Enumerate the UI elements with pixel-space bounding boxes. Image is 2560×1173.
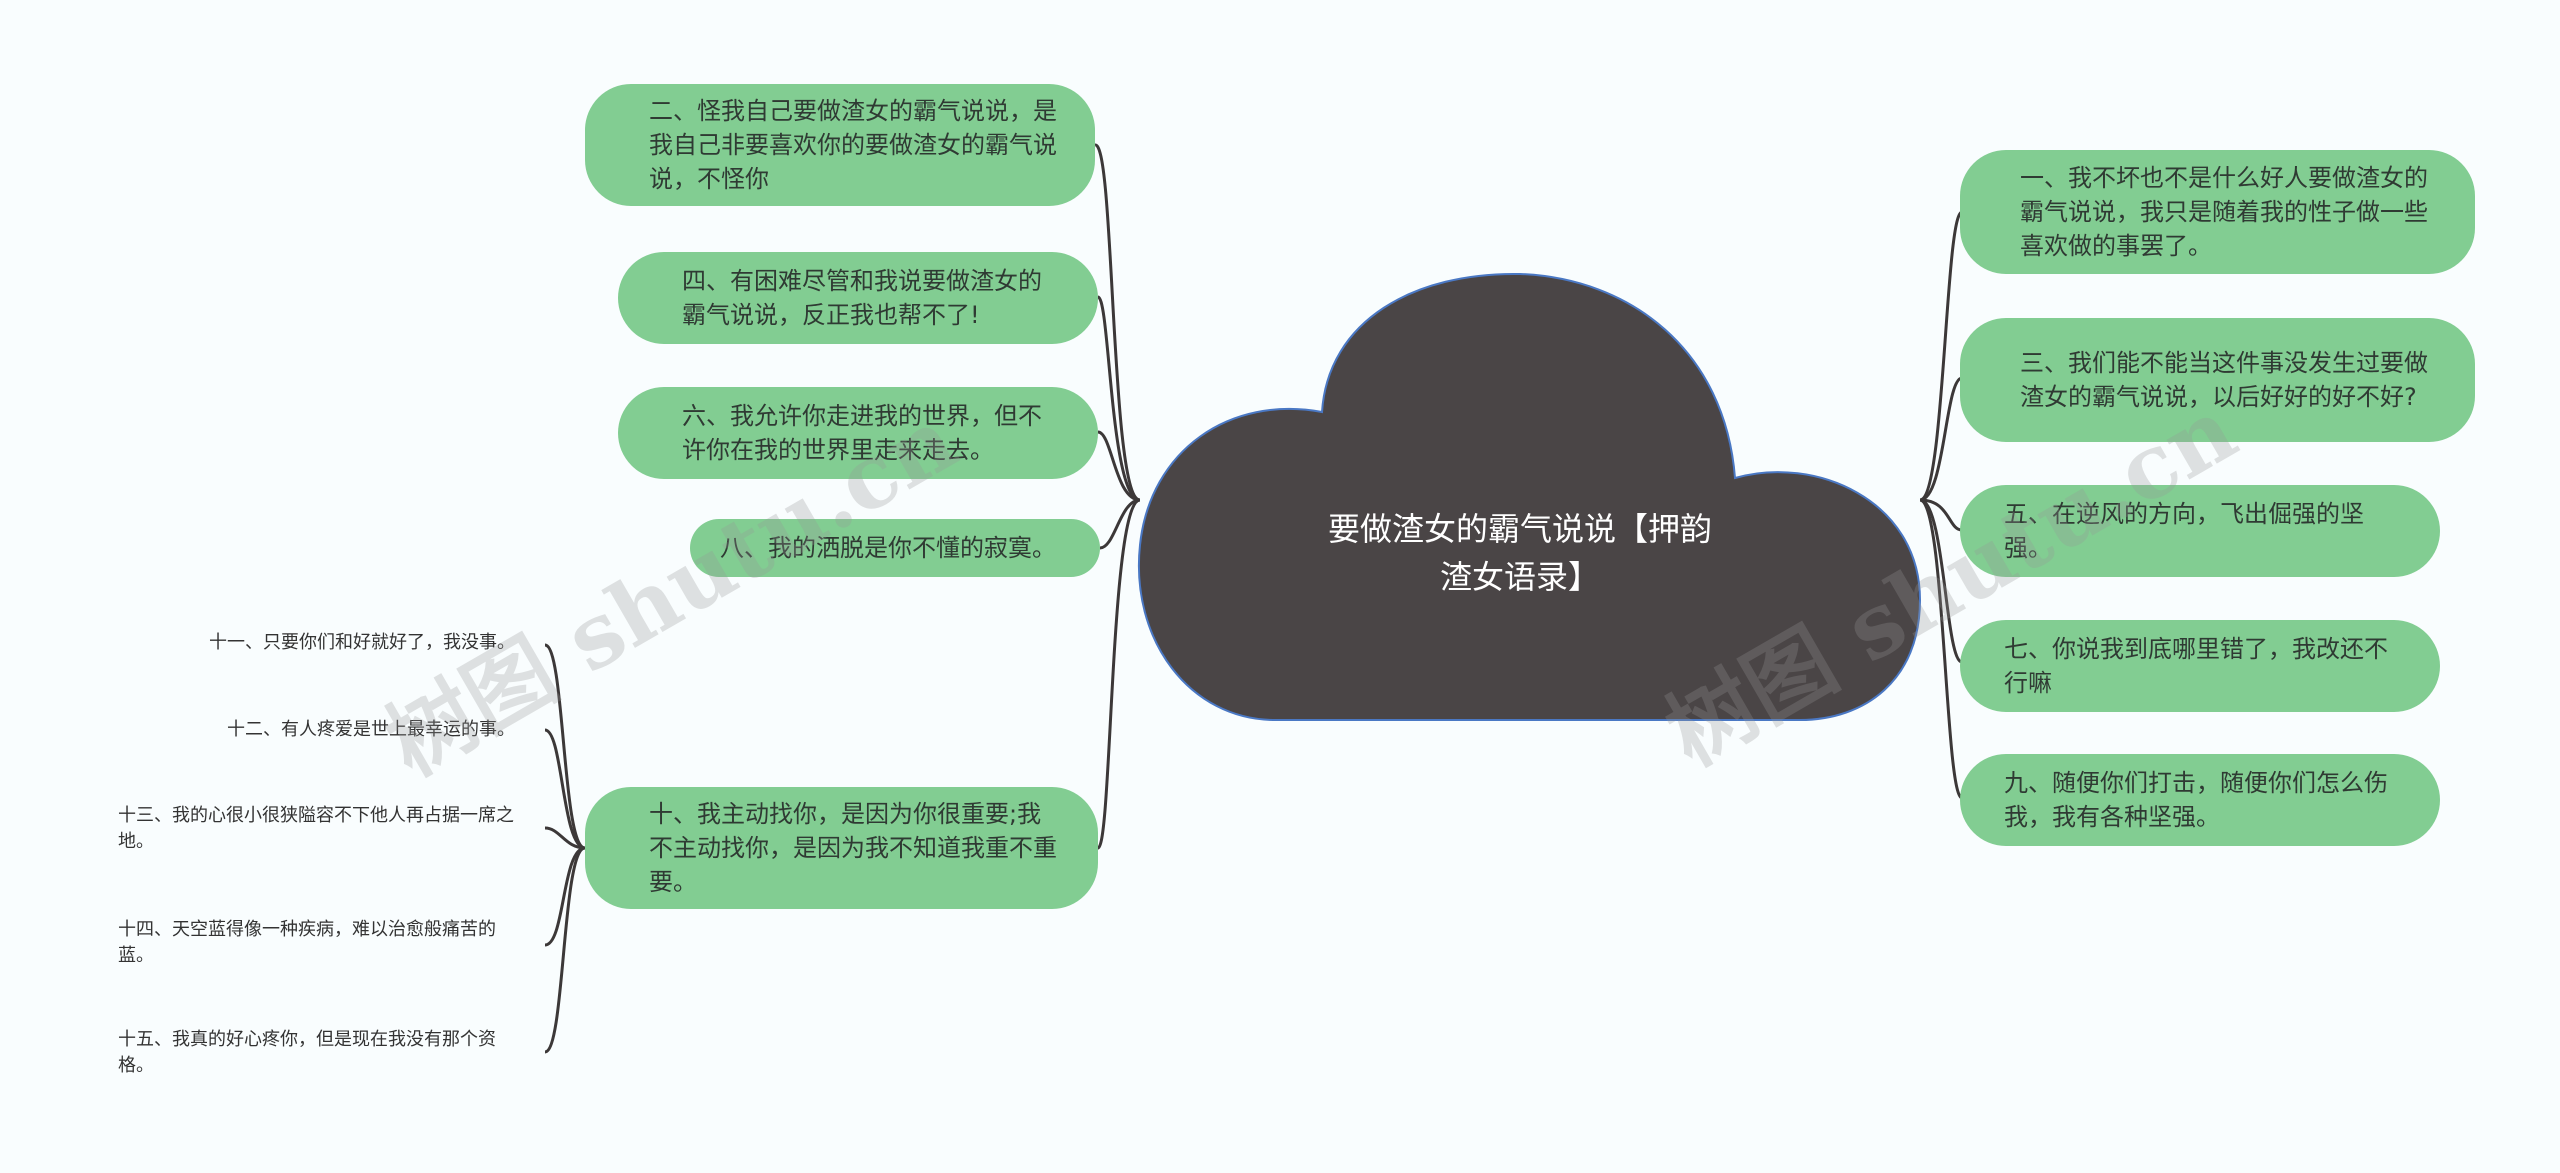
branch-node-label: 八、我的洒脱是你不懂的寂寞。: [720, 534, 1056, 562]
branch-node-label: 一、我不坏也不是什么好人要做渣女的霸气说说，我只是随着我的性子做一些喜欢做的事罢…: [2020, 164, 2428, 260]
branch-node-1[interactable]: 一、我不坏也不是什么好人要做渣女的霸气说说，我只是随着我的性子做一些喜欢做的事罢…: [1960, 150, 2475, 274]
branch-node-label: 九、随便你们打击，随便你们怎么伤我，我有各种坚强。: [2004, 769, 2388, 831]
branch-node-9[interactable]: 九、随便你们打击，随便你们怎么伤我，我有各种坚强。: [1960, 754, 2440, 846]
left-connectors: [1093, 143, 1141, 850]
branch-node-10[interactable]: 十、我主动找你，是因为你很重要;我不主动找你，是因为我不知道我重不重要。: [585, 787, 1098, 909]
branch-node-label: 四、有困难尽管和我说要做渣女的霸气说说，反正我也帮不了!: [682, 267, 1042, 329]
sub-leaf-13[interactable]: 十三、我的心很小很狭隘容不下他人再占据一席之地。: [118, 805, 514, 852]
branch-node-7[interactable]: 七、你说我到底哪里错了，我改还不行嘛: [1960, 620, 2440, 712]
center-cloud-shape[interactable]: [1137, 272, 1922, 721]
branch-node-5[interactable]: 五、在逆风的方向，飞出倔强的坚强。: [1960, 485, 2440, 577]
sub-leaf-12[interactable]: 十二、有人疼爱是世上最幸运的事。: [227, 719, 515, 740]
sub-leaf-15[interactable]: 十五、我真的好心疼你，但是现在我没有那个资格。: [118, 1029, 496, 1076]
sub-leaf-14[interactable]: 十四、天空蓝得像一种疾病，难以治愈般痛苦的蓝。: [118, 919, 496, 966]
branch-node-label: 七、你说我到底哪里错了，我改还不行嘛: [2004, 635, 2388, 697]
right-connectors: [1919, 210, 1964, 800]
branch-node-label: 十、我主动找你，是因为你很重要;我不主动找你，是因为我不知道我重不重要。: [649, 800, 1057, 896]
branch-node-3[interactable]: 三、我们能不能当这件事没发生过要做渣女的霸气说说，以后好好的好不好?: [1960, 318, 2475, 442]
sub-connectors: [544, 643, 586, 1054]
branch-node-label: 二、怪我自己要做渣女的霸气说说，是我自己非要喜欢你的要做渣女的霸气说说，不怪你: [649, 97, 1057, 193]
branch-node-4[interactable]: 四、有困难尽管和我说要做渣女的霸气说说，反正我也帮不了!: [618, 252, 1098, 344]
branch-node-6[interactable]: 六、我允许你走进我的世界，但不许你在我的世界里走来走去。: [618, 387, 1098, 479]
branch-node-label: 五、在逆风的方向，飞出倔强的坚强。: [2004, 500, 2364, 562]
branch-node-label: 六、我允许你走进我的世界，但不许你在我的世界里走来走去。: [682, 402, 1042, 464]
center-topic[interactable]: 要做渣女的霸气说说【押韵渣女语录】: [1327, 510, 1712, 596]
sub-leaf-11[interactable]: 十一、只要你们和好就好了，我没事。: [209, 632, 515, 653]
branch-node-8[interactable]: 八、我的洒脱是你不懂的寂寞。: [690, 519, 1100, 577]
branch-node-2[interactable]: 二、怪我自己要做渣女的霸气说说，是我自己非要喜欢你的要做渣女的霸气说说，不怪你: [585, 84, 1095, 206]
branch-node-label: 三、我们能不能当这件事没发生过要做渣女的霸气说说，以后好好的好不好?: [2020, 349, 2428, 411]
